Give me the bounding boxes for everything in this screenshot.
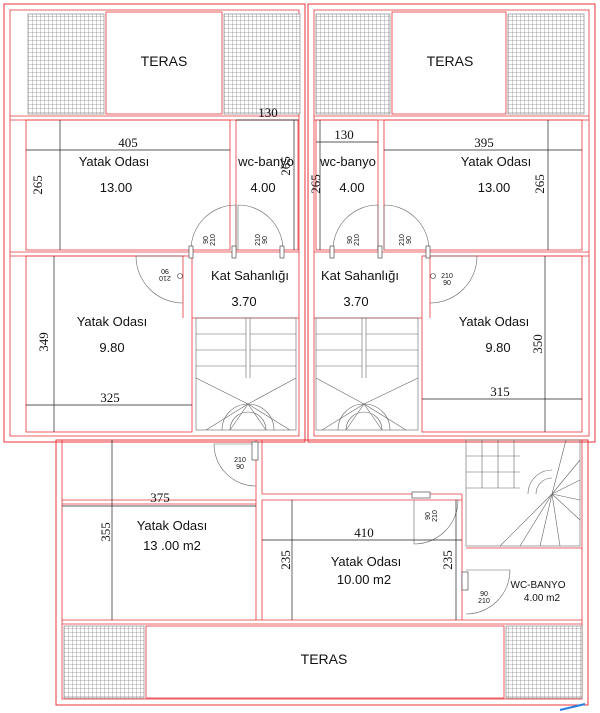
terrace-label: TERAS — [141, 53, 188, 69]
room-name: Yatak Odası — [331, 554, 402, 569]
hatch-panel — [505, 625, 583, 699]
terrace-frame — [145, 625, 505, 699]
room-name: Kat Sahanlığı — [211, 268, 289, 283]
dimension-label: 265 — [278, 156, 293, 176]
right-block-outer — [307, 3, 596, 443]
left-block-outer — [3, 3, 306, 443]
door-knob — [430, 273, 436, 279]
svg-text:90210: 90210 — [347, 234, 361, 246]
door-frame — [279, 245, 285, 259]
dimension-label: 265 — [308, 174, 323, 194]
room-name: wc-banyo — [319, 154, 376, 169]
room-area: 9.80 — [485, 340, 510, 355]
dimension-lines — [26, 119, 582, 432]
dimension-label: 265 — [532, 174, 547, 194]
room-area: 4.00 m2 — [524, 593, 561, 604]
svg-text:21090: 21090 — [441, 273, 453, 287]
room-name: Yatak Odası — [137, 518, 208, 533]
dimension-label: 375 — [150, 490, 170, 505]
dimension-label: 130 — [258, 105, 278, 120]
door-frame — [188, 245, 194, 259]
room-name: Yatak Odası — [79, 154, 150, 169]
hatch-panel — [315, 13, 391, 115]
door-frame — [425, 245, 431, 259]
door-frame — [251, 441, 259, 461]
terrace-frame — [391, 11, 507, 115]
room-area: 13 .00 m2 — [143, 538, 201, 553]
door-frame — [411, 491, 431, 499]
dimension-label: 235 — [440, 550, 455, 570]
dimension-label: 395 — [474, 135, 494, 150]
room-bedroom — [25, 119, 231, 251]
terrace-label: TERAS — [427, 53, 474, 69]
hatch-panel — [507, 13, 585, 115]
dimension-label: 235 — [278, 550, 293, 570]
dimension-label: 405 — [118, 135, 138, 150]
door-swing — [213, 443, 511, 615]
door-swing — [135, 204, 478, 304]
svg-text:21090: 21090 — [234, 457, 246, 471]
svg-text:90210: 90210 — [478, 591, 490, 605]
stair-steps — [195, 333, 297, 431]
svg-text:21090: 21090 — [255, 234, 269, 246]
room-name: Yatak Odası — [461, 154, 532, 169]
dimension-label: 130 — [334, 127, 354, 142]
svg-text:90210: 90210 — [203, 234, 217, 246]
dimension-label: 410 — [354, 525, 374, 540]
room-name: Yatak Odası — [459, 314, 530, 329]
dimension-label: 265 — [30, 175, 45, 195]
room-name: Kat Sahanlığı — [321, 268, 399, 283]
corner-mark — [559, 703, 586, 711]
room-area: 4.00 — [339, 180, 364, 195]
dimension-label: 355 — [98, 522, 113, 542]
hatch-panel — [27, 13, 105, 115]
room-area: 4.00 — [250, 180, 275, 195]
right-block-inner — [313, 9, 590, 437]
hatch-panel — [223, 13, 301, 115]
room-bedroom — [25, 255, 193, 433]
svg-text:21090: 21090 — [159, 267, 171, 281]
dimension-label: 350 — [530, 334, 545, 354]
door-frame — [231, 245, 237, 259]
staircase — [315, 317, 419, 431]
door-knob — [177, 273, 183, 279]
dimension-lines — [62, 440, 462, 620]
room-area: 10.00 m2 — [337, 572, 391, 587]
room-area: 3.70 — [343, 294, 368, 309]
door-frame — [329, 245, 335, 259]
lower-block-inner — [61, 439, 583, 700]
hatch-panel — [63, 625, 145, 699]
stair-steps — [315, 333, 419, 431]
room-area: 13.00 — [478, 180, 511, 195]
dimension-label: 349 — [36, 332, 51, 352]
dimension-label: 315 — [490, 384, 510, 399]
room-area: 9.80 — [99, 340, 124, 355]
room-name: wc-banyo — [237, 154, 294, 169]
left-block-inner — [9, 9, 300, 437]
svg-text:90210: 90210 — [425, 510, 439, 522]
room-bedroom — [383, 119, 583, 251]
room-name: Yatak Odası — [77, 314, 148, 329]
room-area: 13.00 — [100, 180, 133, 195]
room-area: 3.70 — [231, 294, 256, 309]
terrace-frame — [105, 11, 223, 115]
room-wc — [315, 119, 379, 251]
room-bedroom — [421, 255, 583, 433]
staircase — [465, 439, 581, 547]
dimension-label: 325 — [100, 390, 120, 405]
door-frame — [461, 571, 469, 591]
room-name: WC-BANYO — [511, 580, 566, 591]
svg-text:21090: 21090 — [399, 234, 413, 246]
terrace-label: TERAS — [301, 651, 348, 667]
door-frame — [377, 245, 383, 259]
